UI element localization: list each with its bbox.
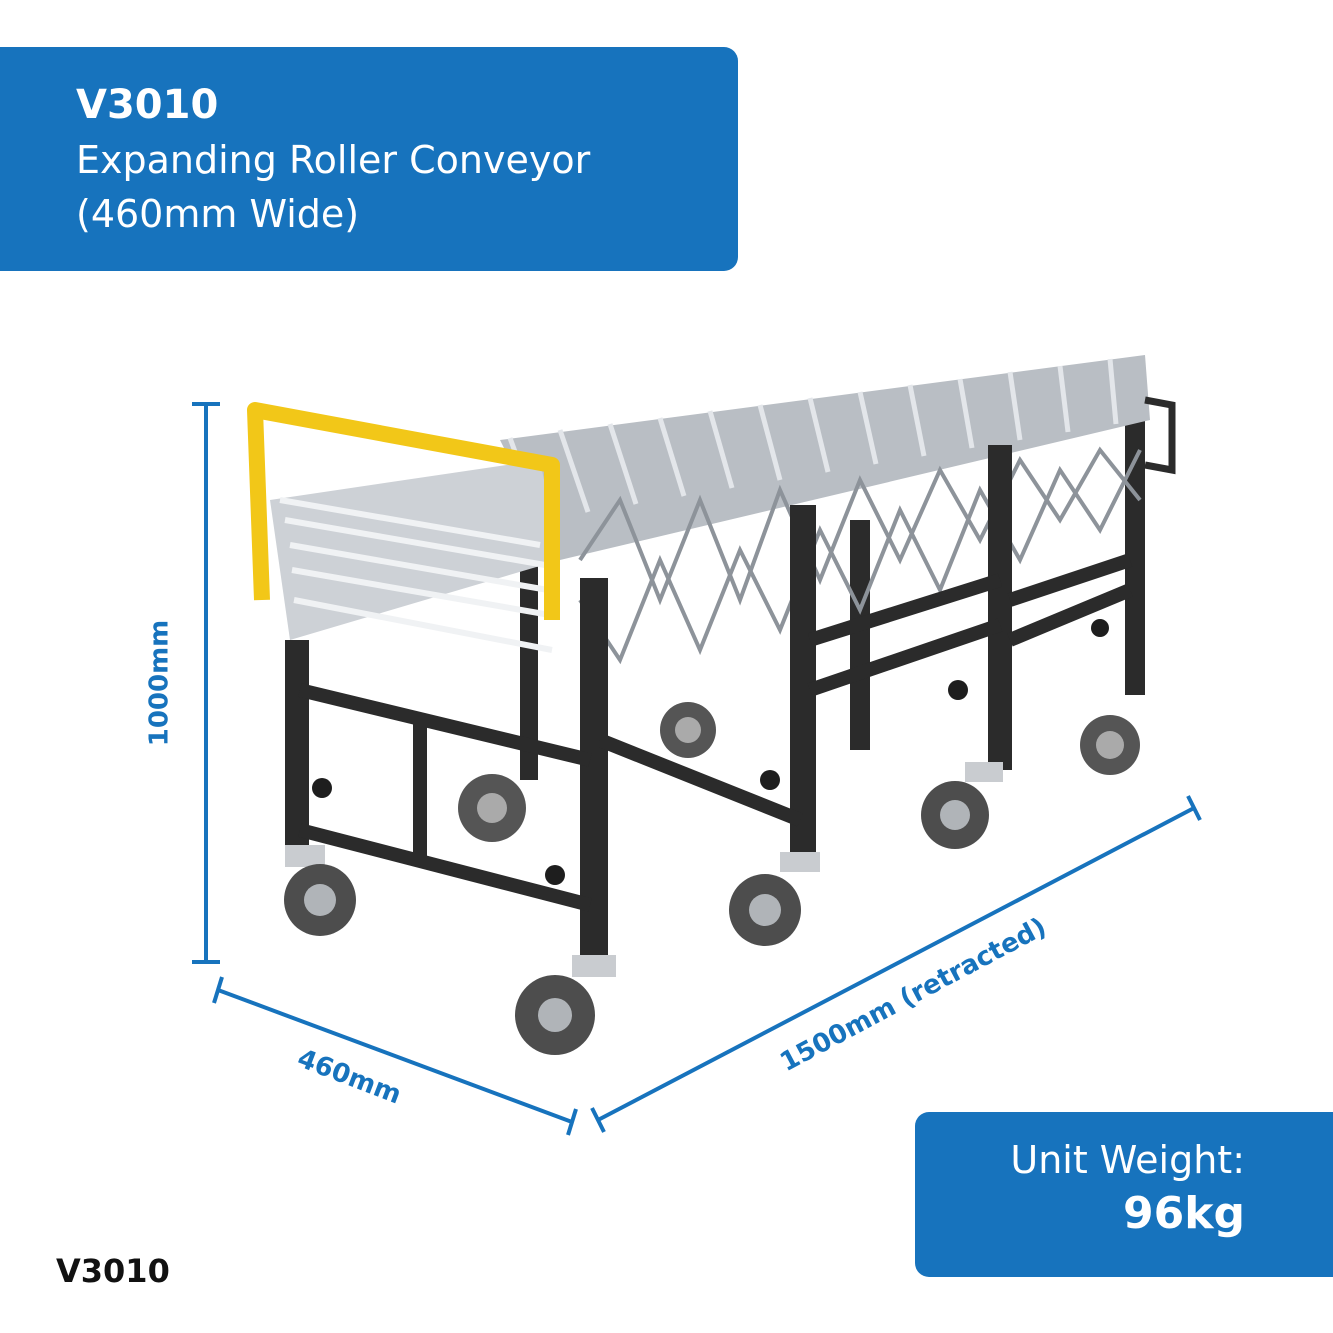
unit-weight-label: Unit Weight: — [1010, 1138, 1245, 1182]
casters — [284, 762, 1003, 1055]
height-dimension-label: 1000mm — [144, 619, 175, 747]
product-code-title: V3010 — [76, 82, 219, 128]
product-width-note: (460mm Wide) — [76, 192, 360, 236]
product-name: Expanding Roller Conveyor — [76, 138, 591, 182]
weight-panel — [915, 1112, 1333, 1277]
scissor-frame — [578, 446, 1142, 665]
title-panel — [0, 47, 738, 271]
handle-yellow — [247, 402, 560, 620]
product-code-footer: V3010 — [56, 1252, 170, 1290]
unit-weight-value: 96kg — [1123, 1188, 1245, 1239]
dimension-lines — [192, 402, 1202, 1136]
front-legs — [285, 445, 1012, 958]
